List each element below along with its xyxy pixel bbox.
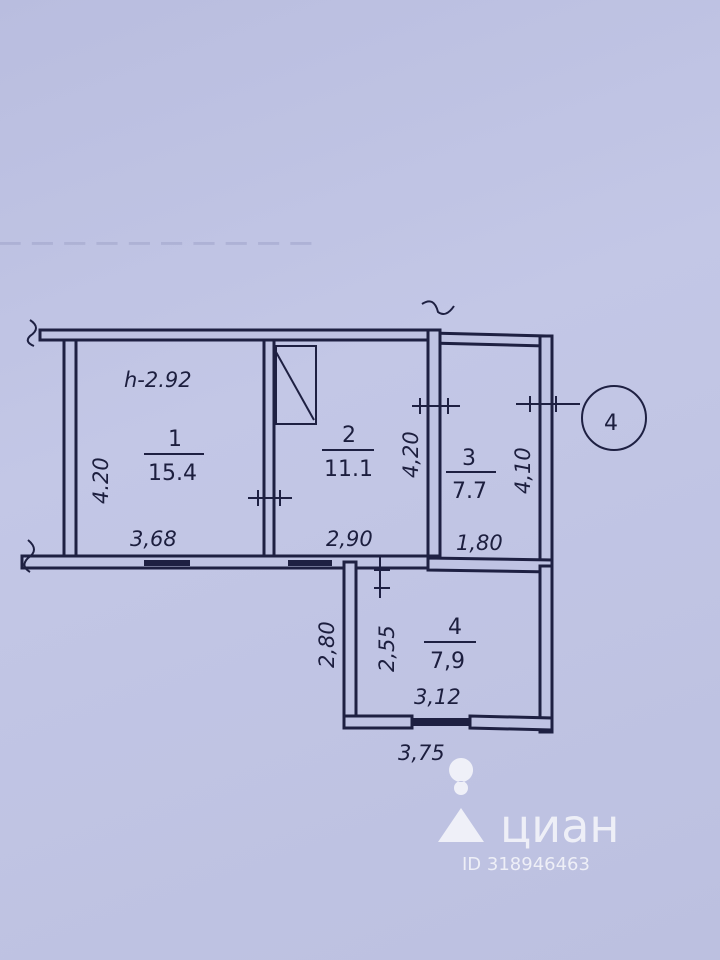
windows: [144, 560, 470, 726]
room-2-number: 2: [342, 423, 356, 448]
walls: [20, 328, 554, 734]
section-marker-circle: [581, 385, 647, 451]
watermark: циан ID 318946463: [438, 758, 619, 875]
dim-room2-right-height: 4,20: [399, 431, 423, 478]
dim-room1-width: 3,68: [130, 527, 177, 551]
break-lines: [23, 300, 455, 573]
watermark-id: ID 318946463: [462, 854, 590, 875]
dim-room3-height: 4,10: [511, 447, 535, 494]
ceiling-height-label: h-2.92: [124, 368, 192, 392]
watermark-brand: циан: [500, 799, 619, 853]
dim-room4-inner-height: 2,55: [375, 625, 399, 672]
area-fraction-lines: [144, 449, 496, 643]
room-1-number: 1: [168, 427, 182, 452]
door-marks: [248, 396, 580, 598]
dim-room4-outer-width: 3,75: [398, 741, 445, 765]
room-3-number: 3: [462, 446, 476, 471]
room-4-area: 7,9: [430, 649, 465, 674]
room-3-area: 7.7: [452, 479, 487, 504]
room-4-number: 4: [448, 615, 462, 640]
dim-room4-inner-width: 3,12: [414, 685, 461, 709]
location-pin-icon: [438, 758, 484, 842]
dim-room1-height: 4.20: [89, 457, 113, 504]
dim-room2-width: 2,90: [326, 527, 373, 551]
background-print: ─ ─ ─ ─ ─ ─ ─ ─ ─ ─: [0, 224, 312, 264]
room-2-area: 11.1: [324, 457, 373, 482]
room-1-area: 15.4: [148, 461, 197, 486]
dim-room4-outer-height: 2,80: [315, 621, 339, 668]
section-marker-number: 4: [604, 411, 618, 436]
dim-room3-width: 1,80: [456, 531, 503, 555]
